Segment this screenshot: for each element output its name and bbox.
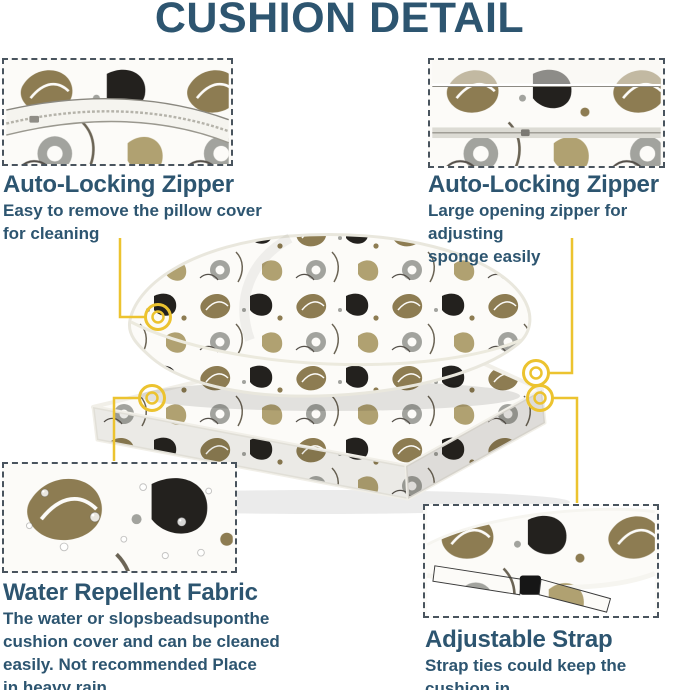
photo-open-zipper xyxy=(2,58,233,166)
feature-desc-line: for cleaning xyxy=(3,224,100,243)
feature-desc-line: cushion cover and can be cleaned xyxy=(3,632,280,651)
pillow-piping-seam xyxy=(130,320,522,367)
feature-desc-line: easily. Not recommended Place xyxy=(3,655,257,674)
page-title: CUSHION DETAIL xyxy=(154,0,525,42)
feature-desc-water-repellent-fabric: The water or slopsbeadsuponthe cushion c… xyxy=(3,607,280,690)
callout-line-bottom-right xyxy=(553,396,579,503)
zipper-band-graphic xyxy=(432,60,661,139)
feature-desc-line: sponge easily xyxy=(428,247,541,266)
photo-side-zipper xyxy=(428,58,665,168)
cushion-zipper-ring-marker xyxy=(522,359,550,387)
feature-desc-line: Easy to remove the pillow cover xyxy=(3,201,262,220)
photo-adjustable-strap xyxy=(423,504,659,618)
photo-water-repellent-fabric xyxy=(2,462,237,573)
feature-desc-line: Strap ties could keep the cushion in xyxy=(425,656,627,690)
feature-desc-adjustable-strap: Strap ties could keep the cushion in the… xyxy=(425,654,679,690)
feature-desc-line: in heavy rain xyxy=(3,678,107,690)
cushion-strap-ring-marker xyxy=(526,384,554,412)
pillow-zipper-ring-marker xyxy=(144,303,172,331)
feature-desc-auto-locking-zipper-right: Large opening zipper for adjusting spong… xyxy=(428,199,679,268)
feature-title-water-repellent-fabric: Water Repellent Fabric xyxy=(3,579,258,606)
feature-title-auto-locking-zipper-right: Auto-Locking Zipper xyxy=(428,171,659,198)
feature-desc-auto-locking-zipper-left: Easy to remove the pillow cover for clea… xyxy=(3,199,262,245)
callout-line-bottom-left xyxy=(112,396,139,461)
water-drop-highlights xyxy=(42,490,182,547)
feature-title-auto-locking-zipper-left: Auto-Locking Zipper xyxy=(3,171,234,198)
feature-desc-line: Large opening zipper for adjusting xyxy=(428,201,628,243)
strap-buckle-graphic xyxy=(432,565,612,613)
pillow-graphic xyxy=(127,232,532,398)
feature-desc-line: The water or slopsbeadsuponthe xyxy=(3,609,270,628)
callout-line-top-right xyxy=(549,238,574,375)
open-zipper-graphic xyxy=(5,97,230,144)
feature-title-adjustable-strap: Adjustable Strap xyxy=(425,626,613,653)
callout-line-top-left xyxy=(118,238,145,319)
cushion-fabric-ring-marker xyxy=(138,384,166,412)
